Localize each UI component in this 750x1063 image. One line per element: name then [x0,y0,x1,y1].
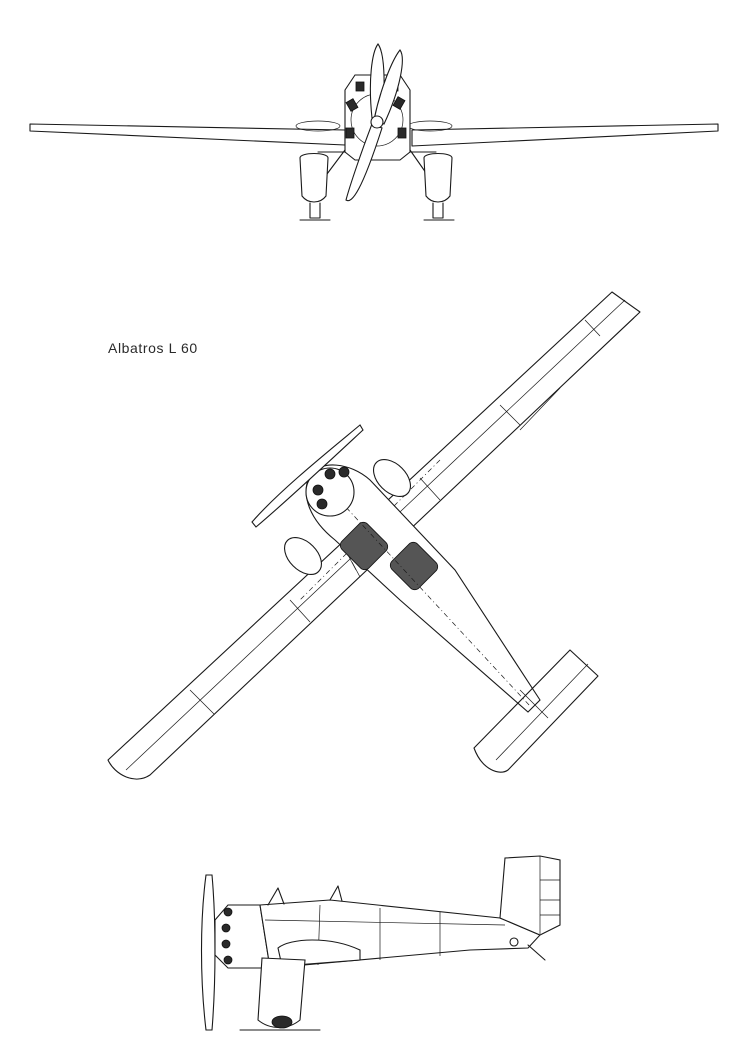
side-cylinder [223,907,233,917]
plan-wing-rib [584,319,601,337]
front-propeller-blade-lower [345,123,383,202]
aircraft-name-caption: Albatros L 60 [108,340,198,356]
front-right-nacelle [423,152,453,203]
plan-fuselage-centerline [329,489,531,707]
side-cylinder [221,923,231,933]
front-cylinder [397,127,407,139]
plan-wing-aileron-line [519,317,635,431]
plan-cockpit-front [339,521,389,571]
side-propeller [200,874,216,1031]
plan-wing-rib [419,477,441,501]
plan-cylinder [324,468,336,480]
side-tail-wheel [509,937,519,947]
plan-propeller [251,424,364,528]
plan-left-nacelle [284,537,322,575]
plan-cylinder [312,484,324,496]
plan-wing-rib [289,599,311,623]
plan-right-nacelle [373,459,411,497]
front-left-wing [29,123,346,146]
side-wheel [271,1015,293,1029]
side-windscreen-rear [329,885,343,902]
front-right-wing [411,123,719,147]
plan-wing-rib [189,689,215,715]
plan-fuselage-marking [347,554,361,578]
front-cylinder [345,127,355,139]
side-fuselage-stringer [264,919,506,926]
front-spinner [370,115,384,129]
side-windscreen-front [267,887,285,906]
side-cylinder [221,939,231,949]
front-left-tailplane [295,120,341,132]
front-left-wheel [309,202,321,219]
side-tail-skid [527,944,546,961]
plan-tailplane-rib [519,689,549,719]
plan-cockpit-rear [389,541,439,591]
front-left-nacelle [299,152,329,203]
front-cylinder [355,81,365,92]
front-right-wheel [432,202,444,219]
front-view [29,43,719,221]
side-cylinder [223,955,233,965]
side-rudder-rib [540,879,560,916]
front-propeller-blade-upper-2 [373,49,403,125]
side-view [200,855,561,1031]
front-cylinder [392,96,406,110]
plan-view [107,291,641,780]
plan-wing-rib [499,404,521,426]
plan-wing-outline [107,291,641,780]
plan-tailplane [473,649,599,773]
plan-cylinder [316,498,328,510]
plan-cylinder [338,466,350,478]
front-cylinder [345,98,359,112]
